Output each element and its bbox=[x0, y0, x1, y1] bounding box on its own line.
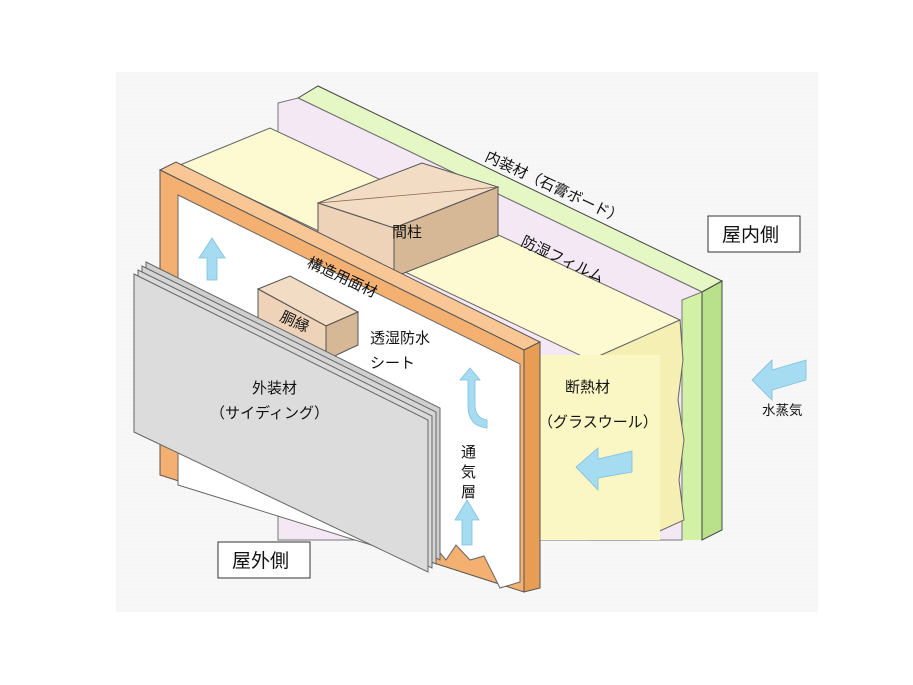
indoor-side-box: 屋内側 bbox=[707, 215, 801, 253]
furring-strip bbox=[256, 275, 360, 361]
breathable-sheet-label-1: 透湿防水 bbox=[370, 329, 430, 347]
vapor-arrow-interior bbox=[751, 359, 807, 401]
airflow-arrow-curved bbox=[459, 367, 488, 429]
exterior-cladding-label-2: （サイディング） bbox=[210, 404, 329, 422]
breathable-sheet-label-2: シート bbox=[370, 354, 415, 372]
insulation-label-2: （グラスウール） bbox=[538, 413, 658, 431]
stud-post bbox=[316, 162, 500, 278]
stud-label: 間柱 bbox=[392, 223, 422, 241]
outdoor-side-label: 屋外側 bbox=[232, 550, 289, 572]
siding-panel bbox=[133, 261, 441, 573]
ventilation-layer-label-1: 通 bbox=[461, 443, 476, 461]
water-vapor-label: 水蒸気 bbox=[762, 403, 803, 419]
airflow-arrow-upper-left bbox=[198, 237, 226, 281]
ventilation-layer-label-2: 気 bbox=[461, 463, 476, 481]
vapor-arrow-insulation bbox=[575, 447, 633, 491]
airflow-arrow-lower bbox=[454, 499, 480, 546]
outdoor-side-box: 屋外側 bbox=[217, 541, 311, 579]
exterior-cladding-label-1: 外装材 bbox=[252, 379, 297, 397]
insulation-label-1: 断熱材 bbox=[565, 378, 610, 396]
ventilation-layer-label-3: 層 bbox=[461, 483, 476, 501]
indoor-side-label: 屋内側 bbox=[722, 224, 779, 246]
